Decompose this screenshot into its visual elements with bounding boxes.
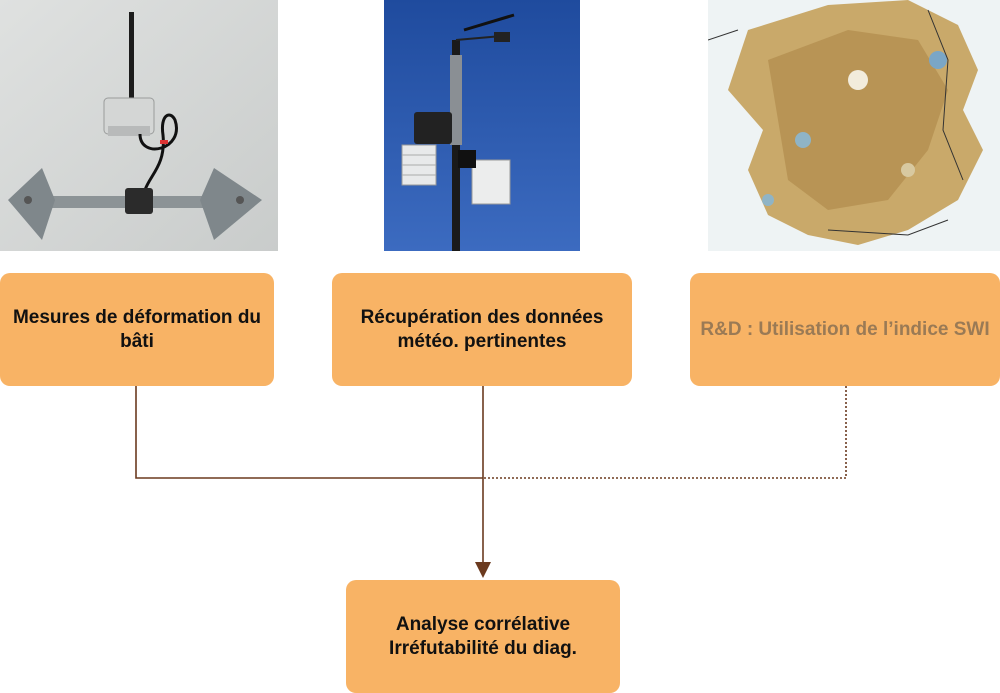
connector-swi: [483, 386, 847, 479]
swi-soil-moisture-map-france: [708, 0, 1000, 251]
weather-station-photo: [384, 0, 580, 251]
swi-label: R&D : Utilisation de l’indice SWI: [700, 318, 990, 340]
meteo-label: Récupération des données météo. pertinen…: [360, 306, 604, 352]
swi-index-box: R&D : Utilisation de l’indice SWI: [690, 273, 1000, 386]
analyse-label-line2: Irréfutabilité du diag.: [389, 637, 577, 659]
correlative-analysis-box: Analyse corrélative Irréfutabilité du di…: [346, 580, 620, 693]
deformation-measurement-box: Mesures de déformation du bâti: [0, 273, 274, 386]
weather-data-box: Récupération des données météo. pertinen…: [332, 273, 632, 386]
deformation-label: Mesures de déformation du bâti: [12, 306, 262, 352]
connector-deformation: [135, 386, 483, 479]
deformation-sensor-photo: [0, 0, 278, 251]
analyse-label-line1: Analyse corrélative: [395, 613, 571, 635]
